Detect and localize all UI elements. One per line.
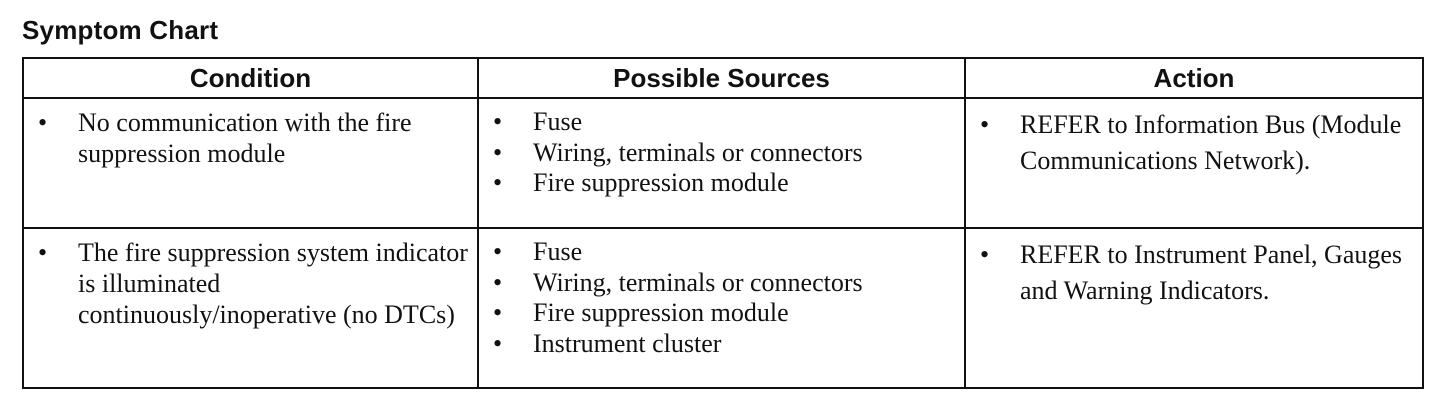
header-possible-sources: Possible Sources <box>477 57 966 99</box>
page-title: Symptom Chart <box>22 15 219 45</box>
list-item: Fuse <box>487 237 956 268</box>
list-item: REFER to Instrument Panel, Gauges and Wa… <box>974 237 1414 309</box>
list-item: Fire suppression module <box>487 298 956 329</box>
condition-cell: No communication with the fire suppressi… <box>22 97 479 229</box>
action-cell: REFER to Instrument Panel, Gauges and Wa… <box>964 227 1424 389</box>
list-item: No communication with the fire suppressi… <box>32 107 469 169</box>
list-item: Fire suppression module <box>487 168 956 199</box>
list-item: Wiring, terminals or connectors <box>487 138 956 169</box>
table-row: The fire suppression system indicator is… <box>22 227 1424 389</box>
table-row: No communication with the fire suppressi… <box>22 97 1424 229</box>
header-condition: Condition <box>22 57 479 99</box>
header-action: Action <box>964 57 1424 99</box>
list-item: Fuse <box>487 107 956 138</box>
symptom-chart-table: Condition Possible Sources Action No com… <box>22 57 1424 389</box>
list-item: The fire suppression system indicator is… <box>32 237 469 330</box>
list-item: REFER to Information Bus (Module Communi… <box>974 107 1414 179</box>
condition-cell: The fire suppression system indicator is… <box>22 227 479 389</box>
list-item: Wiring, terminals or connectors <box>487 268 956 299</box>
possible-sources-cell: Fuse Wiring, terminals or connectors Fir… <box>477 227 966 389</box>
table-header-row: Condition Possible Sources Action <box>22 57 1424 99</box>
possible-sources-cell: Fuse Wiring, terminals or connectors Fir… <box>477 97 966 229</box>
list-item: Instrument cluster <box>487 329 956 360</box>
action-cell: REFER to Information Bus (Module Communi… <box>964 97 1424 229</box>
